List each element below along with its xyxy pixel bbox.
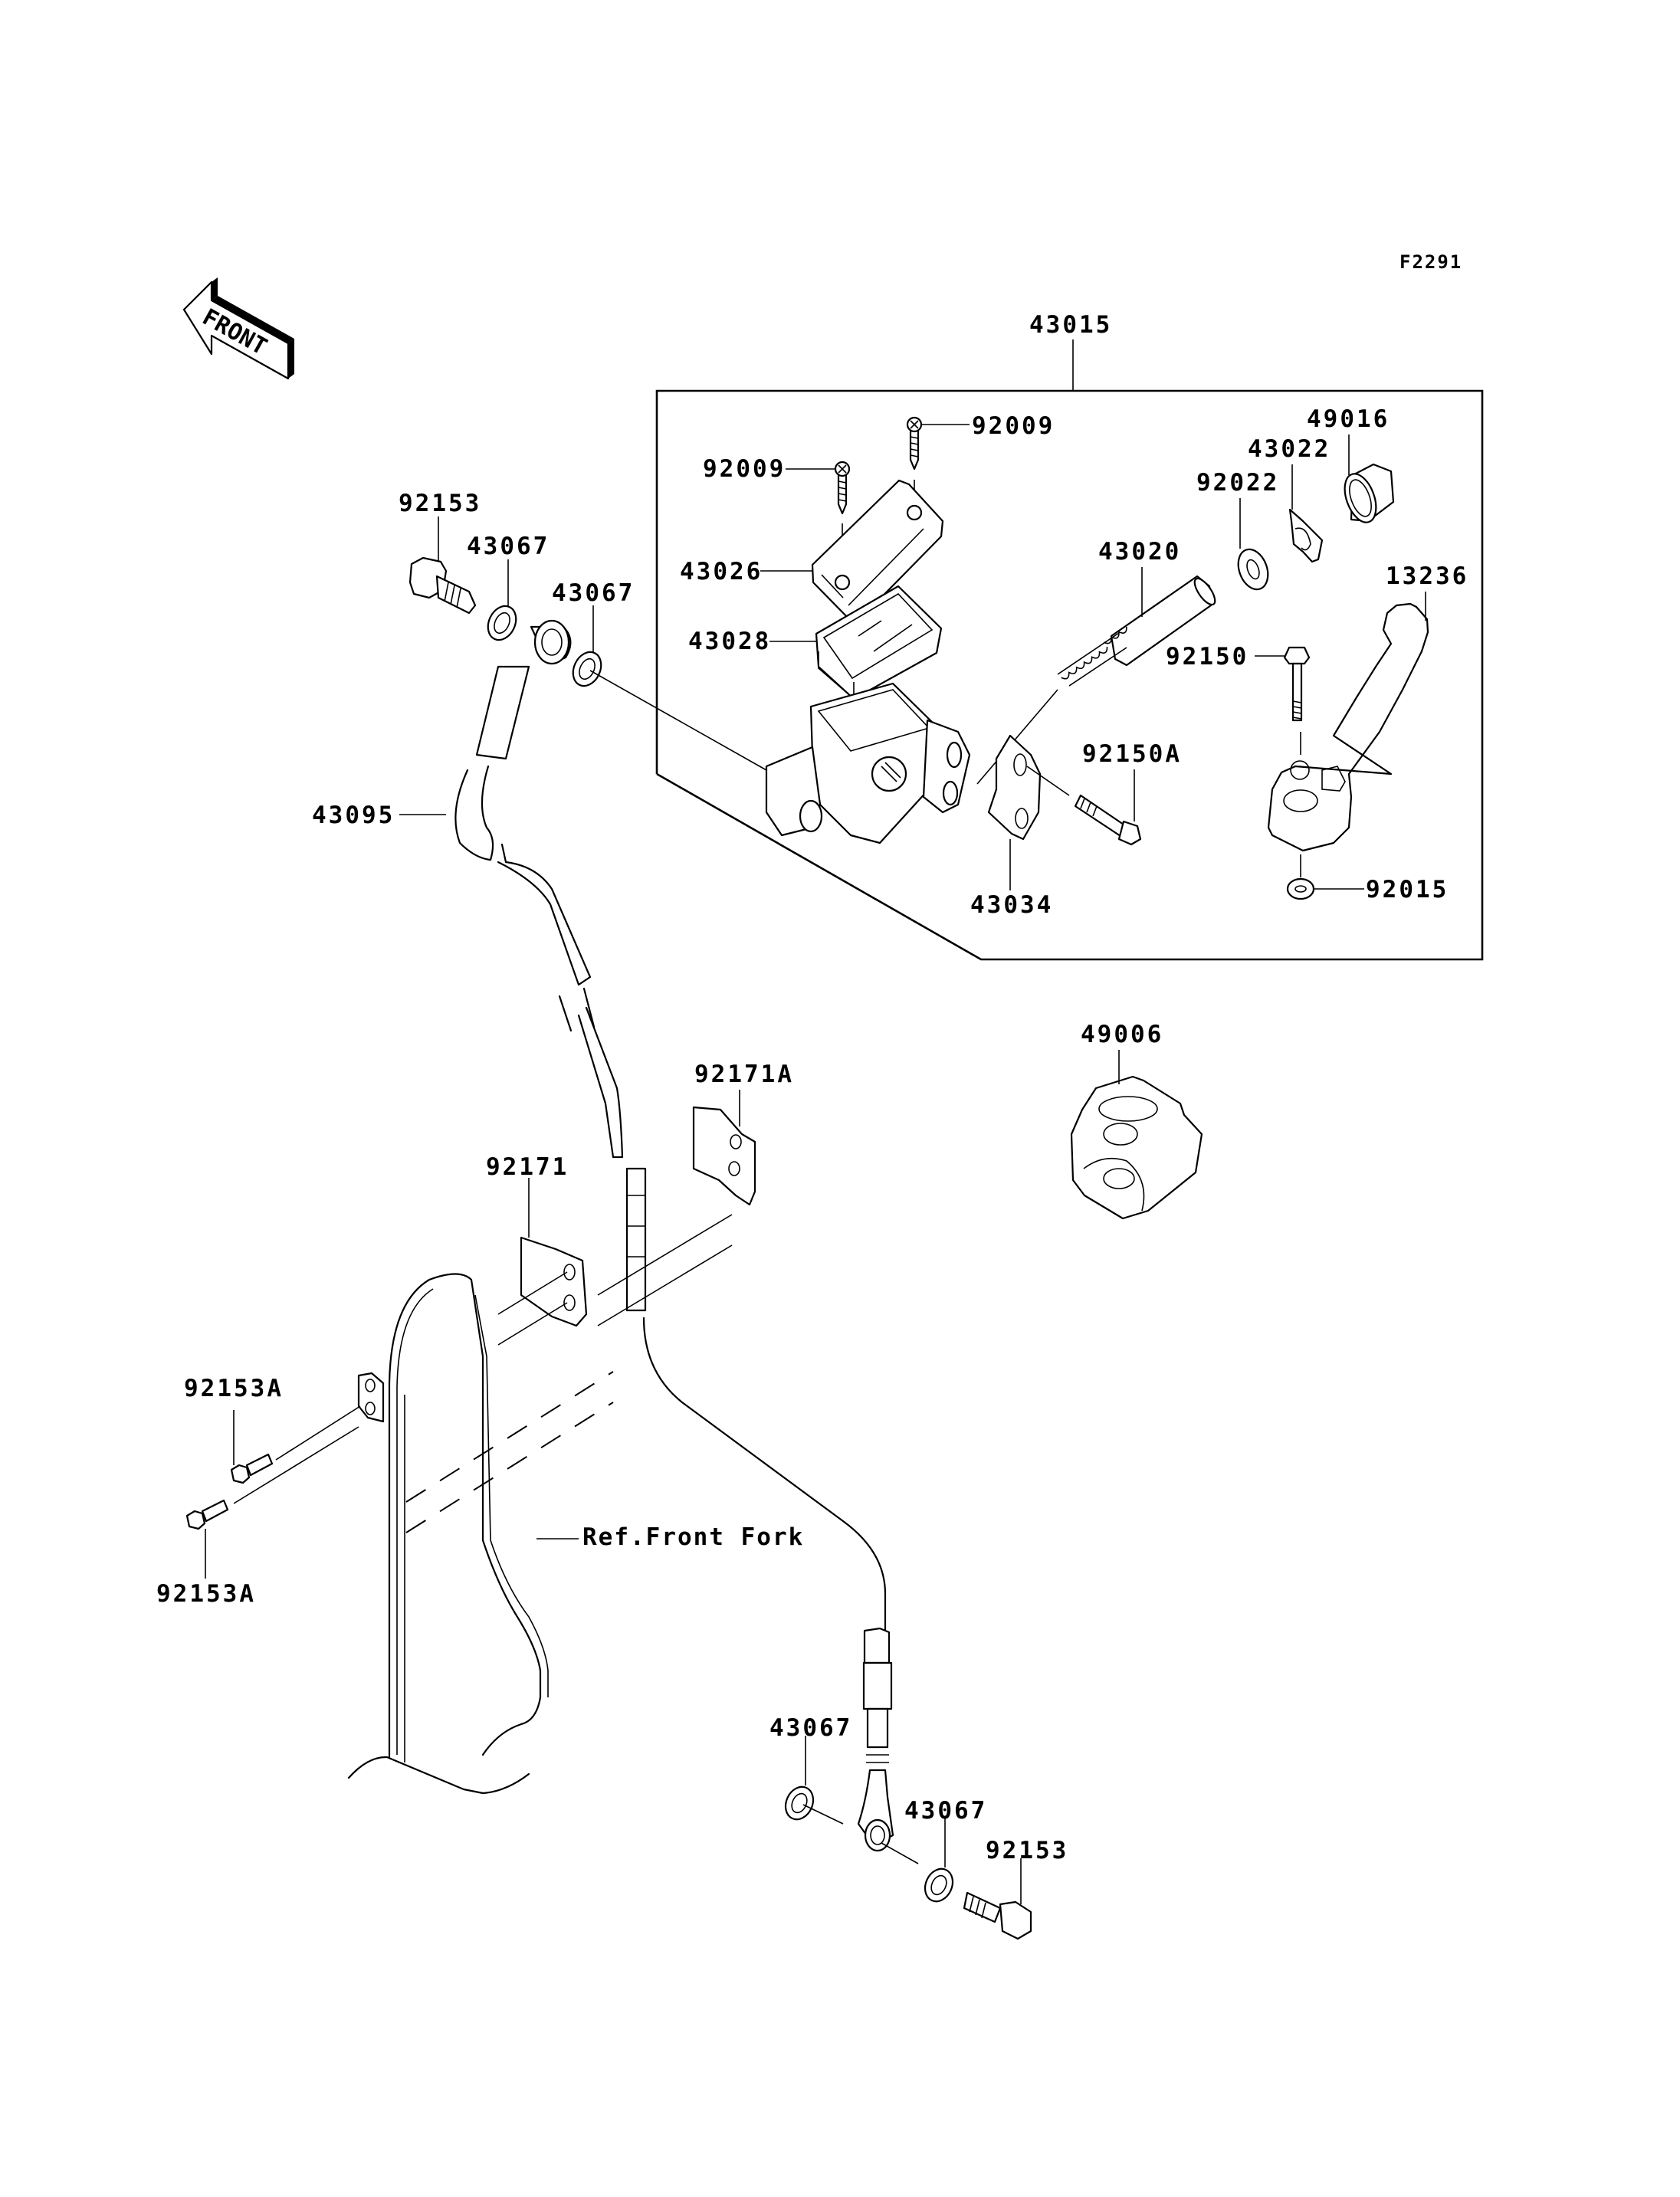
banjo-fitting-lower xyxy=(857,1627,894,1852)
banjo-bolt-92153-bottom xyxy=(963,1858,1032,1940)
callout-43022: 43022 xyxy=(1248,435,1331,463)
callout-92171: 92171 xyxy=(486,1153,569,1181)
bolt-92153a-bottom xyxy=(185,1426,359,1579)
callout-43067-bottom-a: 43067 xyxy=(769,1714,852,1742)
callout-92153-top: 92153 xyxy=(399,490,481,517)
front-arrow-icon: FRONT xyxy=(182,277,294,380)
callout-43067-top-b: 43067 xyxy=(552,579,635,607)
callout-43034: 43034 xyxy=(970,891,1053,919)
callout-49016: 49016 xyxy=(1307,405,1390,433)
callout-92009-top: 92009 xyxy=(972,412,1055,440)
callout-92015: 92015 xyxy=(1366,876,1449,903)
assembly-label: 43015 xyxy=(1029,311,1112,339)
assembly-bracket xyxy=(655,389,1484,961)
lever-13236 xyxy=(1267,602,1429,852)
callout-43026: 43026 xyxy=(680,558,763,585)
bolt-92153a-top xyxy=(230,1405,361,1484)
gasket-43067-bottom-a xyxy=(784,1736,844,1825)
clamp-92171 xyxy=(497,1178,733,1346)
boot-49016 xyxy=(1344,463,1395,523)
callout-92153a-bottom: 92153A xyxy=(156,1580,256,1608)
callout-92009-left: 92009 xyxy=(703,455,786,483)
callout-49006: 49006 xyxy=(1081,1021,1163,1048)
front-fork-reference xyxy=(347,1273,614,1795)
callout-13236: 13236 xyxy=(1386,562,1468,590)
holder-43034 xyxy=(987,734,1070,841)
gasket-43067-top-b xyxy=(572,605,767,771)
clamp-92171a xyxy=(692,1090,756,1206)
callout-ref-front-fork: Ref.Front Fork xyxy=(582,1523,804,1551)
piston-43020 xyxy=(976,575,1216,785)
banjo-bolt-92153-top xyxy=(409,516,477,615)
bolt-92150 xyxy=(1255,646,1311,755)
master-cylinder-body xyxy=(765,682,971,844)
callout-92150: 92150 xyxy=(1166,643,1249,671)
callout-92171a: 92171A xyxy=(694,1061,794,1088)
figure-code: F2291 xyxy=(1399,251,1462,273)
brake-hose-43095 xyxy=(399,619,887,1632)
callout-43028: 43028 xyxy=(688,628,771,655)
callout-92150a: 92150A xyxy=(1082,740,1182,768)
cover-49006 xyxy=(1070,1075,1203,1220)
callout-43095: 43095 xyxy=(312,802,395,829)
callout-43067-bottom-b: 43067 xyxy=(904,1797,987,1825)
circlip-43022 xyxy=(1288,508,1324,563)
callout-43020: 43020 xyxy=(1098,538,1181,566)
bolt-92150a xyxy=(1074,794,1142,846)
gasket-43067-top-a xyxy=(487,559,517,641)
diaphragm-43028 xyxy=(815,585,943,700)
nut-92015 xyxy=(1286,854,1364,900)
callout-92022: 92022 xyxy=(1196,469,1279,497)
gasket-43067-bottom-b xyxy=(881,1816,954,1903)
callout-92153a-top: 92153A xyxy=(184,1375,284,1402)
washer-92022 xyxy=(1237,548,1269,591)
screw-92009-left xyxy=(786,461,851,582)
reservoir-cap-43026 xyxy=(811,479,944,622)
callout-43067-top-a: 43067 xyxy=(467,533,550,560)
callout-92153-bottom: 92153 xyxy=(986,1837,1068,1864)
screw-92009-top xyxy=(906,416,970,529)
